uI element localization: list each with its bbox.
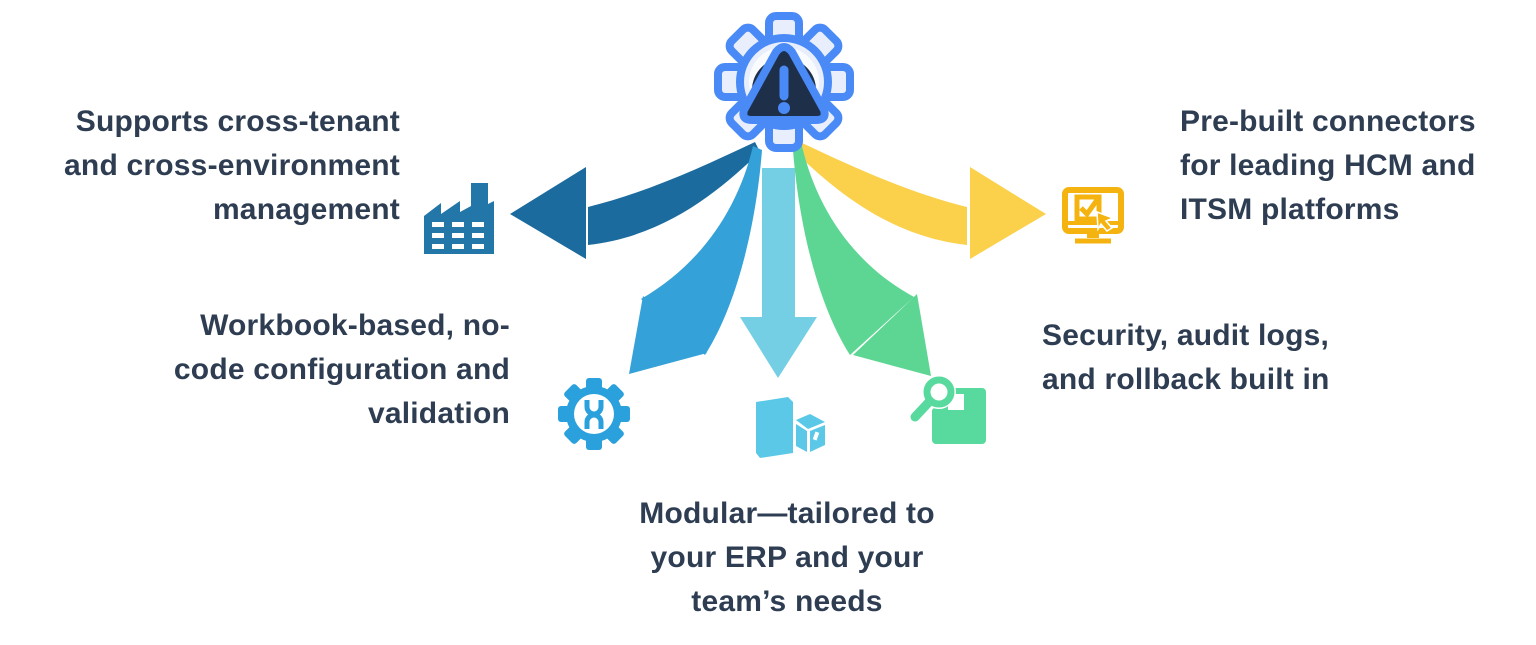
label-line: code configuration and <box>173 353 510 386</box>
label-security: Security, audit logs, and rollback built… <box>1042 314 1422 402</box>
label-cross-tenant: Supports cross-tenant and cross-environm… <box>30 100 400 232</box>
box-magnifier-icon <box>905 375 986 444</box>
small-box-left <box>796 424 807 452</box>
label-connectors: Pre-built connectors for leading HCM and… <box>1180 100 1530 232</box>
label-line: and cross-environment <box>64 149 400 182</box>
box-label <box>812 431 820 441</box>
arrow-to-connectors <box>795 142 1046 259</box>
factory-windows <box>432 222 484 249</box>
monitor-frame <box>1062 187 1124 234</box>
label-line: Workbook-based, no- <box>200 309 510 342</box>
label-workbook: Workbook-based, no- code configuration a… <box>150 304 510 436</box>
arrow-to-cross-tenant <box>510 142 760 259</box>
label-line: validation <box>367 397 510 430</box>
magnifier-handle <box>910 397 934 422</box>
monitor-check-icon <box>1062 187 1124 244</box>
wrench-glyph <box>584 400 604 429</box>
label-line: management <box>212 193 400 226</box>
boxes-icon <box>756 397 825 458</box>
factory-icon <box>424 183 494 254</box>
label-modular: Modular—tailored to your ERP and your te… <box>592 492 982 624</box>
label-line: Modular—tailored to <box>639 497 935 530</box>
label-line: Security, audit logs, <box>1042 319 1330 352</box>
checkmark <box>1079 198 1100 218</box>
tall-box <box>756 397 793 458</box>
gear-wrench-icon <box>558 378 630 450</box>
magnifier-lens <box>923 376 955 408</box>
cursor-pointer <box>1096 210 1116 232</box>
label-line: and rollback built in <box>1042 363 1330 396</box>
label-line: Supports cross-tenant <box>75 105 400 138</box>
small-box-top <box>796 414 825 429</box>
monitor-neck <box>1087 232 1099 238</box>
label-line: your ERP and your <box>650 541 924 574</box>
small-box-front <box>810 425 825 452</box>
label-line: for leading HCM and <box>1180 149 1476 182</box>
arrow-to-workbook <box>629 146 762 374</box>
exclamation-dot <box>778 102 790 114</box>
gear-warning-icon <box>714 12 854 152</box>
arrow-to-modular <box>740 168 817 378</box>
checkbox <box>1074 194 1102 222</box>
gear-teeth <box>714 12 854 152</box>
label-line: team’s needs <box>691 585 883 618</box>
label-line: Pre-built connectors <box>1180 105 1476 138</box>
arrow-to-security <box>793 146 931 376</box>
label-line: ITSM platforms <box>1180 193 1400 226</box>
